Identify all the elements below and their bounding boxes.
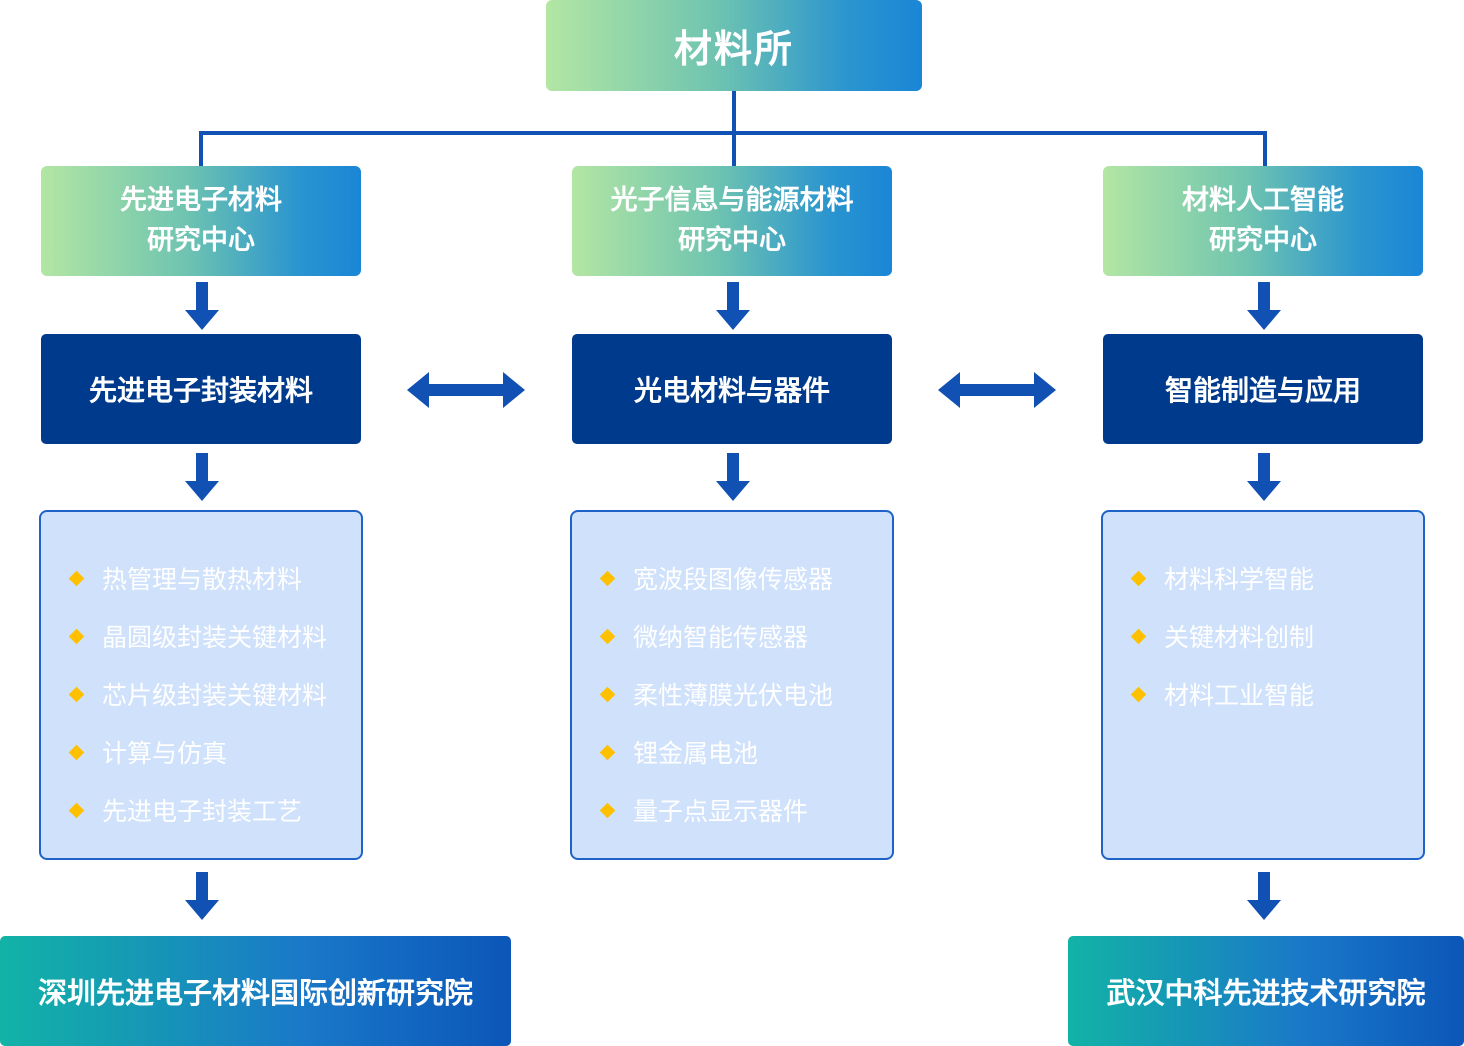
root-node: 材料所 bbox=[546, 0, 922, 91]
diamond-bullet-icon bbox=[599, 802, 616, 818]
list-item: 先进电子封装工艺 bbox=[65, 780, 361, 840]
root-connector-horizontal bbox=[199, 131, 1267, 135]
list-item: 材料科学智能 bbox=[1127, 548, 1423, 608]
center-photonic-energy-materials: 光子信息与能源材料 研究中心 bbox=[572, 166, 892, 276]
diamond-bullet-icon bbox=[68, 802, 85, 818]
list-item-label: 计算与仿真 bbox=[102, 739, 228, 768]
center-title-line2: 研究中心 bbox=[147, 225, 255, 256]
direction-intelligent-manufacturing: 智能制造与应用 bbox=[1103, 334, 1423, 444]
direction-electronic-packaging: 先进电子封装材料 bbox=[41, 334, 361, 444]
list-item-label: 材料工业智能 bbox=[1164, 681, 1315, 710]
institute-shenzhen: 深圳先进电子材料国际创新研究院 bbox=[0, 936, 511, 1046]
list-item-label: 宽波段图像传感器 bbox=[633, 565, 834, 594]
list-item-label: 晶圆级封装关键材料 bbox=[102, 623, 328, 652]
list-item: 微纳智能传感器 bbox=[596, 606, 892, 666]
center-title-line2: 研究中心 bbox=[1209, 225, 1317, 256]
topic-list-intelligent: 材料科学智能 关键材料创制 材料工业智能 bbox=[1101, 510, 1425, 860]
list-item: 晶圆级封装关键材料 bbox=[65, 606, 361, 666]
center-advanced-electronic-materials: 先进电子材料 研究中心 bbox=[41, 166, 361, 276]
list-item: 柔性薄膜光伏电池 bbox=[596, 664, 892, 724]
list-item-label: 柔性薄膜光伏电池 bbox=[633, 681, 834, 710]
diamond-bullet-icon bbox=[68, 686, 85, 702]
direction-optoelectronic-devices: 光电材料与器件 bbox=[572, 334, 892, 444]
diamond-bullet-icon bbox=[68, 570, 85, 586]
diamond-bullet-icon bbox=[68, 628, 85, 644]
down-arrow-icon bbox=[185, 872, 219, 920]
list-item: 材料工业智能 bbox=[1127, 664, 1423, 724]
diamond-bullet-icon bbox=[68, 744, 85, 760]
center-title-line1: 光子信息与能源材料 bbox=[610, 185, 854, 216]
down-arrow-icon bbox=[716, 282, 750, 330]
down-arrow-icon bbox=[1247, 872, 1281, 920]
diamond-bullet-icon bbox=[599, 744, 616, 760]
center-materials-ai: 材料人工智能 研究中心 bbox=[1103, 166, 1423, 276]
diamond-bullet-icon bbox=[1130, 570, 1147, 586]
diamond-bullet-icon bbox=[1130, 628, 1147, 644]
root-connector-vertical bbox=[732, 91, 736, 166]
list-item-label: 微纳智能传感器 bbox=[633, 623, 809, 652]
down-arrow-icon bbox=[716, 453, 750, 501]
list-item: 锂金属电池 bbox=[596, 722, 892, 782]
center-title-line1: 材料人工智能 bbox=[1182, 185, 1344, 216]
list-item-label: 先进电子封装工艺 bbox=[102, 797, 303, 826]
double-arrow-icon bbox=[407, 372, 525, 408]
list-item: 量子点显示器件 bbox=[596, 780, 892, 840]
list-item: 关键材料创制 bbox=[1127, 606, 1423, 666]
down-arrow-icon bbox=[1247, 282, 1281, 330]
root-connector-right bbox=[1263, 131, 1267, 166]
institute-wuhan: 武汉中科先进技术研究院 bbox=[1068, 936, 1464, 1046]
list-item: 热管理与散热材料 bbox=[65, 548, 361, 608]
list-item: 芯片级封装关键材料 bbox=[65, 664, 361, 724]
diamond-bullet-icon bbox=[599, 628, 616, 644]
topic-list-optoelectronic: 宽波段图像传感器 微纳智能传感器 柔性薄膜光伏电池 锂金属电池 量子点显示器件 bbox=[570, 510, 894, 860]
diamond-bullet-icon bbox=[1130, 686, 1147, 702]
down-arrow-icon bbox=[185, 282, 219, 330]
double-arrow-icon bbox=[938, 372, 1056, 408]
root-connector-left bbox=[199, 131, 203, 166]
down-arrow-icon bbox=[185, 453, 219, 501]
down-arrow-icon bbox=[1247, 453, 1281, 501]
diamond-bullet-icon bbox=[599, 686, 616, 702]
topic-list-packaging: 热管理与散热材料 晶圆级封装关键材料 芯片级封装关键材料 计算与仿真 先进电子封… bbox=[39, 510, 363, 860]
list-item-label: 关键材料创制 bbox=[1164, 623, 1315, 652]
center-title-line1: 先进电子材料 bbox=[120, 185, 282, 216]
list-item-label: 热管理与散热材料 bbox=[102, 565, 303, 594]
list-item: 宽波段图像传感器 bbox=[596, 548, 892, 608]
list-item: 计算与仿真 bbox=[65, 722, 361, 782]
list-item-label: 量子点显示器件 bbox=[633, 797, 809, 826]
center-title-line2: 研究中心 bbox=[678, 225, 786, 256]
diamond-bullet-icon bbox=[599, 570, 616, 586]
list-item-label: 材料科学智能 bbox=[1164, 565, 1315, 594]
list-item-label: 芯片级封装关键材料 bbox=[102, 681, 328, 710]
list-item-label: 锂金属电池 bbox=[633, 739, 759, 768]
